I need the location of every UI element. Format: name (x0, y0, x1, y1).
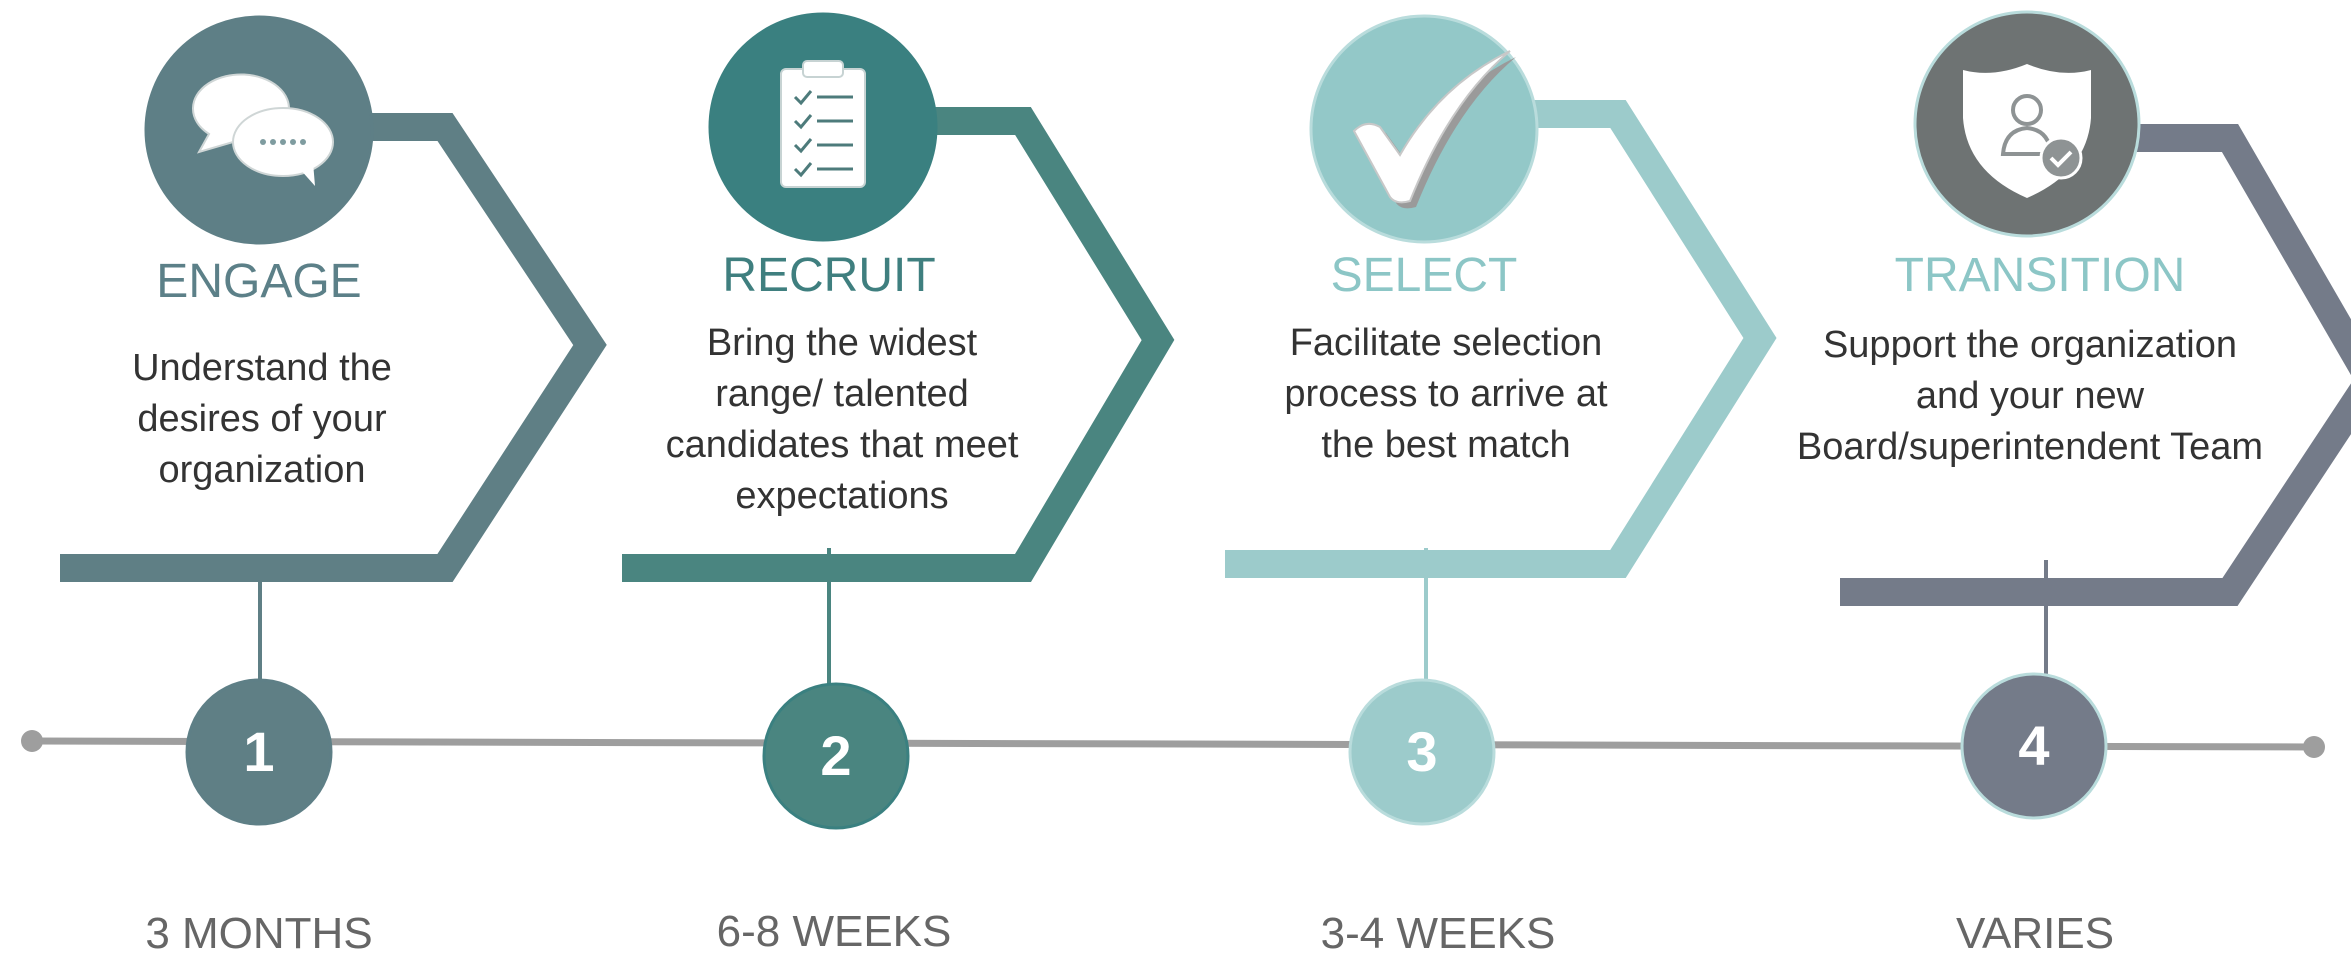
connector-lines (258, 548, 2048, 690)
step-circle-4 (1960, 672, 2108, 820)
description-line: desires of your (137, 398, 387, 440)
step-circle-2 (762, 682, 910, 830)
description-line: expectations (735, 475, 949, 517)
stage-title-engage: ENGAGE (156, 255, 362, 308)
stage-description-select: Facilitate selection process to arrive at… (1211, 318, 1681, 471)
description-line: Bring the widest (706, 322, 978, 364)
chevron-frame-engage (60, 113, 607, 582)
stage-description-engage: Understand the desires of your organizatio… (27, 343, 497, 496)
stage-duration-transition: VARIES (1955, 909, 2115, 958)
chat-bubbles-icon (144, 15, 374, 245)
stage-title-select: SELECT (1330, 249, 1518, 302)
timeline-line (31, 737, 2315, 751)
step-number-4: 4 (2018, 714, 2050, 777)
step-number-circles (185, 672, 2108, 830)
chevron-frame-select (1225, 100, 1777, 578)
chevron-frame-recruit (622, 107, 1175, 582)
step-number-2: 2 (820, 724, 852, 787)
description-line: candidates that meet (665, 424, 1019, 466)
stage-description-recruit: Bring the widest range/ talented candidate… (607, 318, 1077, 522)
chevron-frame-transition (1840, 124, 2351, 606)
description-line: Board/superintendent Team (1796, 426, 2264, 468)
description-line: Facilitate selection (1289, 322, 1603, 364)
step-number-3: 3 (1406, 720, 1438, 783)
description-line: organization (158, 449, 366, 491)
description-line: range/ talented (715, 373, 969, 415)
clipboard-checklist-icon (708, 12, 938, 242)
timeline-start-dot (21, 730, 43, 752)
checkmark-icon (1309, 14, 1539, 244)
stage-duration-engage: 3 MONTHS (145, 909, 373, 958)
stage-duration-recruit: 6-8 WEEKS (716, 907, 952, 956)
description-line: and your new (1915, 375, 2145, 417)
shield-person-icon (1913, 10, 2141, 238)
step-circle-1 (185, 678, 333, 826)
step-number-1: 1 (243, 720, 275, 783)
description-line: Support the organization (1822, 324, 2238, 366)
description-line: the best match (1321, 424, 1571, 466)
icon-circles (144, 10, 2141, 245)
timeline-end-dot (2303, 736, 2325, 758)
chevron-frames (60, 100, 2351, 606)
step-circle-3 (1348, 678, 1496, 826)
stage-title-transition: TRANSITION (1894, 249, 2186, 302)
description-line: Understand the (132, 347, 392, 389)
description-line: process to arrive at (1284, 373, 1608, 415)
stage-title-recruit: RECRUIT (722, 249, 936, 302)
stage-duration-select: 3-4 WEEKS (1320, 909, 1556, 958)
